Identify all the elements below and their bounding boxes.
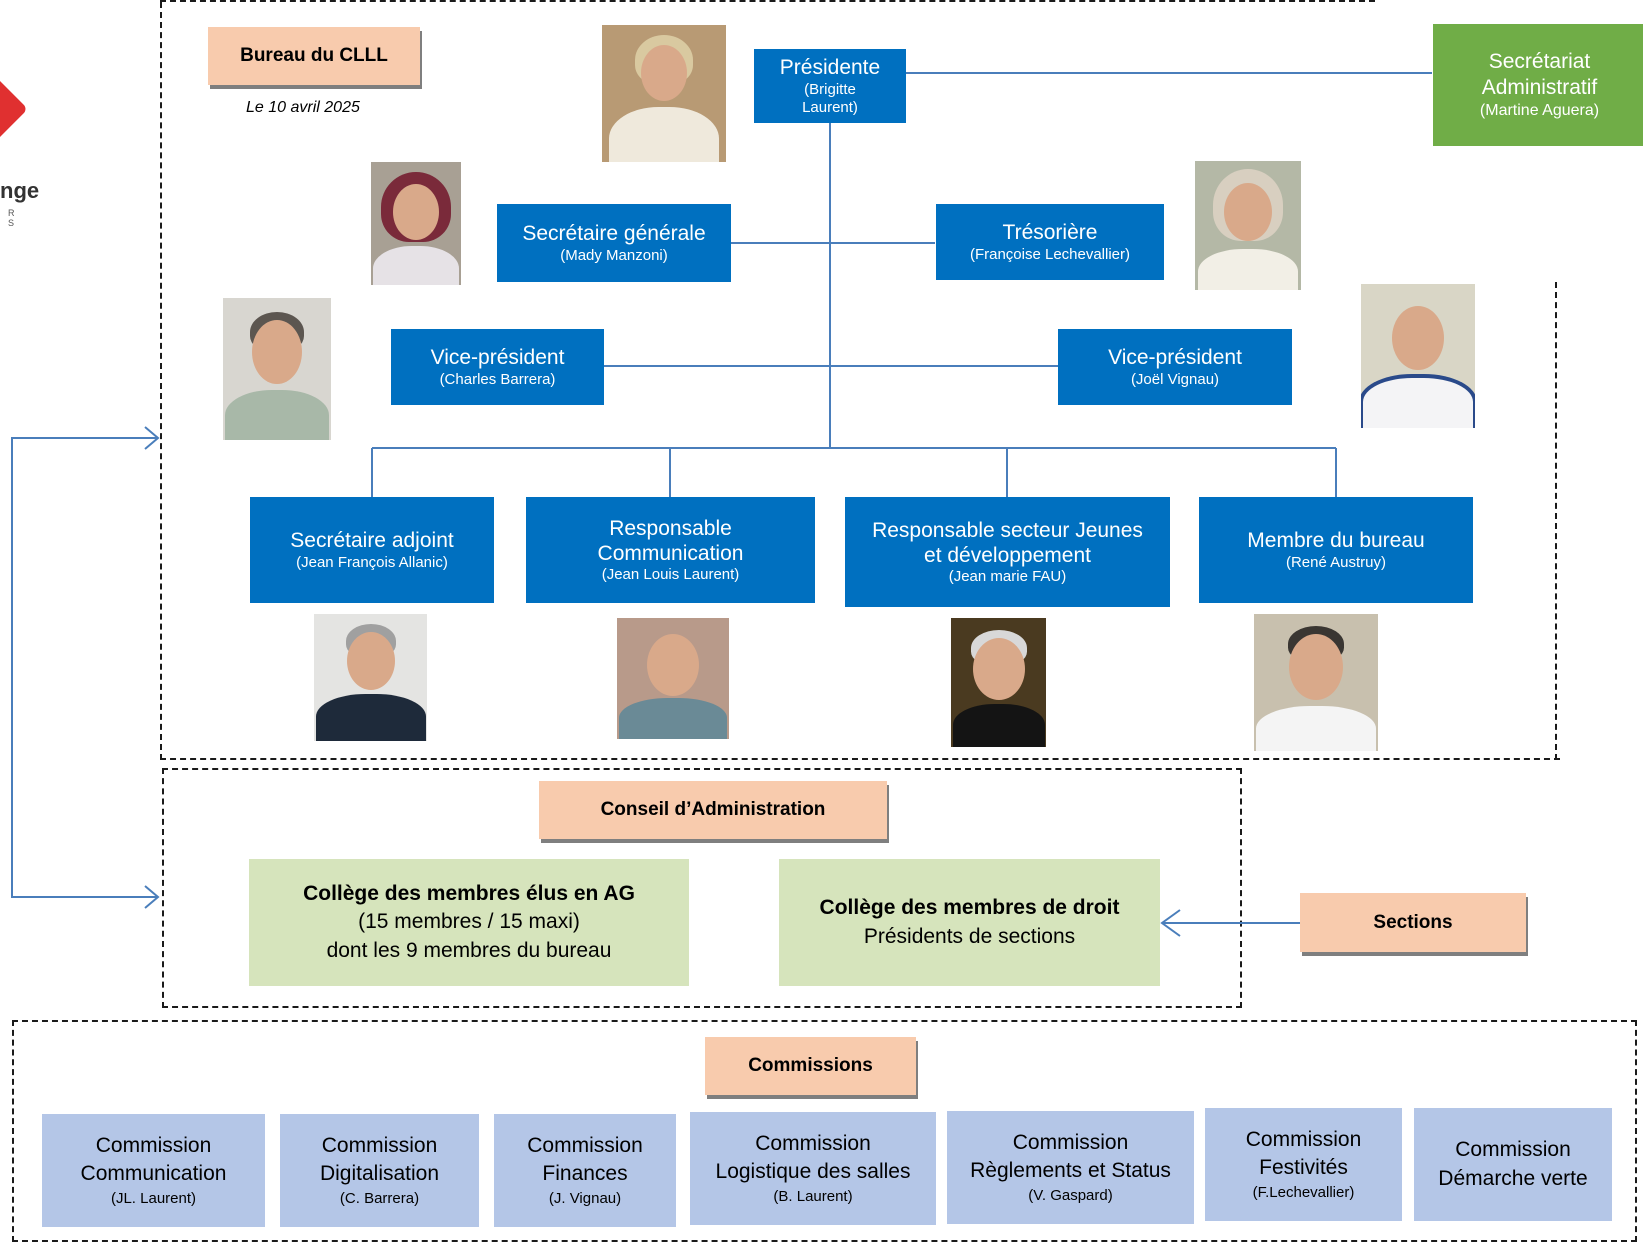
vp-right-name: (Joël Vignau): [1130, 370, 1220, 388]
role-title: Responsable: [609, 516, 732, 540]
sections-box: Sections: [1300, 893, 1526, 952]
portrait-vp-right: [1361, 284, 1475, 428]
tresoriere-name: (Françoise Lechevallier): [969, 245, 1131, 263]
secretaire-generale-name: (Mady Manzoni): [560, 246, 668, 264]
bureau-date: Le 10 avril 2025: [246, 99, 360, 116]
portrait-responsable-jeunes: [951, 618, 1046, 747]
role-vp-left: Vice-président (Charles Barrera): [391, 329, 604, 405]
college-elus: Collège des membres élus en AG (15 membr…: [249, 859, 689, 986]
secretariat-title-2: Administratif: [1481, 76, 1598, 99]
role-tresoriere: Trésorière (Françoise Lechevallier): [936, 204, 1164, 280]
presidente-name-2: Laurent): [802, 98, 858, 116]
commission-lead: (B. Laurent): [773, 1187, 853, 1205]
college-droit: Collège des membres de droit Présidents …: [779, 859, 1160, 986]
role-name: (Jean marie FAU): [948, 568, 1067, 586]
role-title: Secrétaire adjoint: [290, 529, 454, 553]
commission-lead: (V. Gaspard): [1028, 1186, 1113, 1204]
role-secretaire-adjoint: Secrétaire adjoint (Jean François Allani…: [250, 497, 494, 603]
secretaire-generale-title: Secrétaire générale: [522, 222, 706, 246]
college-droit-line-1: Présidents de sections: [863, 924, 1076, 948]
college-droit-title: Collège des membres de droit: [819, 896, 1120, 920]
vp-right-title: Vice-président: [1108, 346, 1242, 370]
role-title: Responsable secteur Jeunes: [872, 518, 1143, 542]
commissions-title: Commissions: [705, 1037, 916, 1095]
role-name: (Jean Louis Laurent): [601, 566, 740, 584]
portrait-secretaire-adjoint: [314, 614, 427, 741]
secretariat-name: (Martine Aguera): [1479, 102, 1600, 120]
role-title-2: Communication: [597, 542, 744, 565]
commission-subject: Règlements et Status: [970, 1159, 1171, 1183]
portrait-tresoriere: [1195, 161, 1301, 290]
commission-subject: Communication: [80, 1162, 227, 1186]
commission-communication: Commission Communication (JL. Laurent): [42, 1114, 265, 1227]
bureau-frame: [160, 2, 1560, 760]
bureau-frame-right: [1555, 282, 1557, 760]
commission-logistique: Commission Logistique des salles (B. Lau…: [690, 1112, 936, 1225]
secretariat-title-1: Secrétariat: [1488, 49, 1591, 73]
commission-label: Commission: [95, 1134, 212, 1158]
commission-lead: (F.Lechevallier): [1252, 1183, 1355, 1201]
commission-label: Commission: [755, 1132, 871, 1156]
vp-left-name: (Charles Barrera): [439, 370, 556, 388]
portrait-vp-left: [223, 298, 331, 440]
logo: nge R S: [0, 60, 40, 230]
commission-label: Commission: [321, 1134, 438, 1158]
college-elus-line-2: dont les 9 membres du bureau: [326, 938, 612, 962]
conseil-frame: [162, 768, 1242, 1008]
commission-label: Commission: [1455, 1138, 1571, 1162]
commissions-frame: [12, 1020, 1637, 1242]
role-title: Membre du bureau: [1247, 529, 1425, 553]
role-secretariat: Secrétariat Administratif (Martine Aguer…: [1433, 24, 1643, 146]
role-name: (Jean François Allanic): [296, 553, 448, 571]
commission-label: Commission: [527, 1134, 643, 1158]
logo-text: nge: [0, 178, 40, 203]
college-elus-line-1: (15 membres / 15 maxi): [358, 910, 580, 934]
logo-subtext: R S: [8, 208, 23, 228]
role-responsable-communication: Responsable Communication (Jean Louis La…: [526, 497, 815, 603]
portrait-membre-bureau: [1254, 614, 1378, 751]
role-responsable-jeunes: Responsable secteur Jeunes et développem…: [845, 497, 1170, 607]
role-membre-bureau: Membre du bureau (René Austruy): [1199, 497, 1473, 603]
commission-finances: Commission Finances (J. Vignau): [494, 1114, 676, 1227]
conseil-title: Conseil d’Administration: [539, 781, 887, 839]
bureau-frame-top: [160, 0, 1375, 8]
college-elus-title: Collège des membres élus en AG: [303, 881, 635, 905]
commission-digitalisation: Commission Digitalisation (C. Barrera): [280, 1114, 479, 1227]
vp-left-title: Vice-président: [430, 346, 565, 370]
commission-label: Commission: [1245, 1128, 1362, 1152]
bureau-title: Bureau du CLLL: [208, 27, 420, 85]
portrait-responsable-communication: [617, 618, 729, 739]
commission-subject: Démarche verte: [1438, 1166, 1588, 1190]
portrait-presidente: [602, 25, 726, 162]
commission-label: Commission: [1012, 1131, 1129, 1155]
commission-subject: Logistique des salles: [715, 1160, 911, 1184]
commission-subject: Finances: [542, 1162, 628, 1186]
role-secretaire-generale: Secrétaire générale (Mady Manzoni): [497, 204, 731, 282]
commission-demarche-verte: Commission Démarche verte: [1414, 1108, 1612, 1221]
presidente-title: Présidente: [779, 56, 881, 80]
commission-reglements: Commission Règlements et Status (V. Gasp…: [947, 1111, 1194, 1224]
commission-lead: (J. Vignau): [548, 1189, 622, 1207]
tresoriere-title: Trésorière: [1002, 221, 1098, 245]
presidente-name-1: (Brigitte: [804, 80, 856, 98]
commission-subject: Festivités: [1259, 1156, 1348, 1180]
commission-festivites: Commission Festivités (F.Lechevallier): [1205, 1108, 1402, 1221]
role-title-2: et développement: [924, 544, 1091, 567]
role-name: (René Austruy): [1285, 553, 1387, 571]
role-vp-right: Vice-président (Joël Vignau): [1058, 329, 1292, 405]
commission-subject: Digitalisation: [319, 1162, 440, 1186]
role-presidente: Présidente (Brigitte Laurent): [754, 49, 906, 123]
portrait-secretaire-generale: [371, 162, 461, 285]
commission-lead: (JL. Laurent): [110, 1189, 197, 1207]
commission-lead: (C. Barrera): [339, 1189, 420, 1207]
